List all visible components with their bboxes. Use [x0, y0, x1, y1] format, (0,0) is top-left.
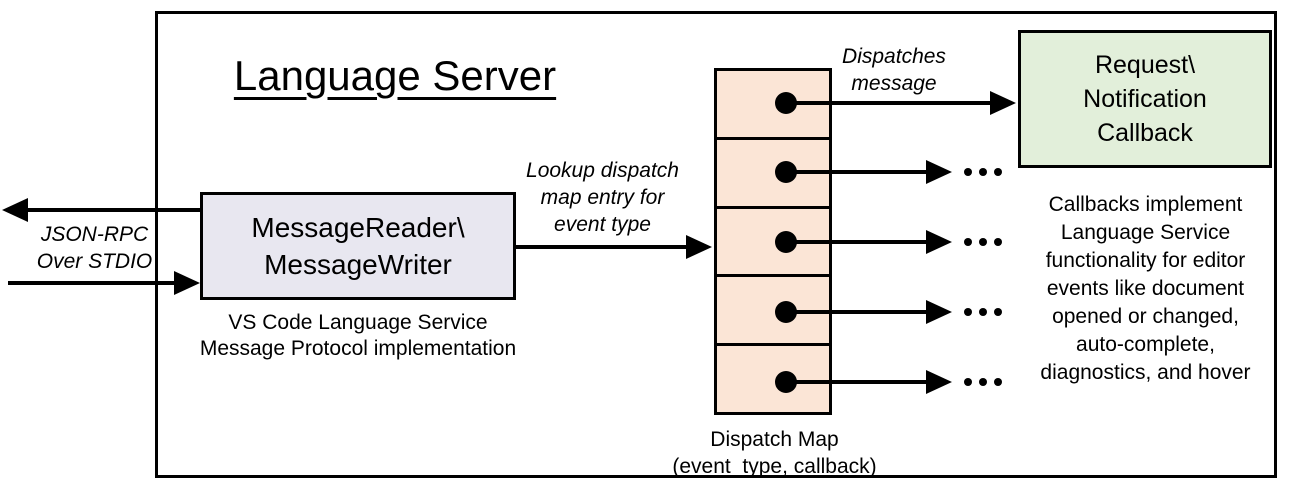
dispatch-cell-2 [717, 139, 829, 209]
dispatches-label-line1: Dispatches [842, 45, 946, 68]
reader-box-line1: MessageReader\ [251, 212, 465, 243]
more-callbacks-ellipsis-icon [964, 378, 1002, 386]
callbacks-note-line: opened or changed, [1052, 305, 1239, 328]
arrow-line [786, 380, 928, 384]
arrow-line [786, 310, 928, 314]
callbacks-note-line: functionality for editor [1045, 249, 1246, 272]
dispatch-cell-1 [717, 71, 829, 140]
lookup-label-line1: Lookup dispatch [526, 159, 679, 182]
callbacks-note-line: events like document [1046, 277, 1245, 300]
dispatch-map-caption-line1: Dispatch Map [710, 428, 839, 451]
arrowhead-right-icon [990, 91, 1016, 115]
arrowhead-right-icon [926, 300, 952, 324]
callbacks-note-line: Callbacks implement [1048, 193, 1243, 216]
request-notification-callback-box: Request\ Notification Callback [1018, 30, 1272, 168]
stdio-label-line1: JSON-RPC [40, 223, 149, 246]
arrow-line [8, 281, 176, 285]
dispatch-map-caption: Dispatch Map (event_type, callback) [662, 426, 887, 480]
arrow-line [786, 170, 928, 174]
callbacks-note-line: Language Service [1060, 221, 1231, 244]
reader-caption-line2: Message Protocol implementation [199, 337, 517, 360]
reader-caption: VS Code Language Service Message Protoco… [166, 310, 550, 362]
dispatches-label-line2: message [851, 72, 937, 95]
arrowhead-right-icon [926, 160, 952, 184]
more-callbacks-ellipsis-icon [964, 308, 1002, 316]
arrowhead-right-icon [926, 370, 952, 394]
callbacks-note-line: auto-complete, [1076, 333, 1215, 356]
dispatches-message-label: Dispatches message [838, 43, 950, 97]
dispatch-cell-5 [717, 346, 829, 412]
arrow-line [26, 208, 200, 212]
lookup-label-line2: map entry for [540, 186, 665, 209]
arrow-line [514, 245, 688, 249]
message-reader-writer-box: MessageReader\ MessageWriter [200, 192, 516, 300]
callback-box-line3: Callback [1097, 119, 1193, 147]
more-callbacks-ellipsis-icon [964, 168, 1002, 176]
arrow-line [786, 101, 992, 105]
reader-box-line2: MessageWriter [264, 249, 452, 280]
more-callbacks-ellipsis-icon [964, 238, 1002, 246]
dispatch-map-caption-line2: (event_type, callback) [672, 455, 877, 478]
stdio-label: JSON-RPC Over STDIO [12, 221, 177, 275]
dispatch-cell-3 [717, 208, 829, 278]
reader-caption-line1: VS Code Language Service [228, 311, 488, 334]
arrowhead-left-icon [2, 198, 28, 222]
callbacks-note-line: diagnostics, and hover [1040, 361, 1251, 384]
arrowhead-right-icon [686, 235, 712, 259]
callback-box-line1: Request\ [1094, 51, 1196, 79]
arrow-line [786, 240, 928, 244]
dispatch-map [714, 68, 832, 415]
lookup-label-line3: event type [554, 213, 651, 236]
arrowhead-right-icon [174, 271, 200, 295]
stdio-label-line2: Over STDIO [36, 250, 153, 273]
arrowhead-right-icon [926, 230, 952, 254]
lookup-label: Lookup dispatch map entry for event type [515, 157, 690, 238]
diagram-title: Language Server [233, 52, 557, 99]
callback-box-line2: Notification [1083, 85, 1207, 113]
callbacks-note: Callbacks implement Language Service fun… [1004, 191, 1287, 387]
